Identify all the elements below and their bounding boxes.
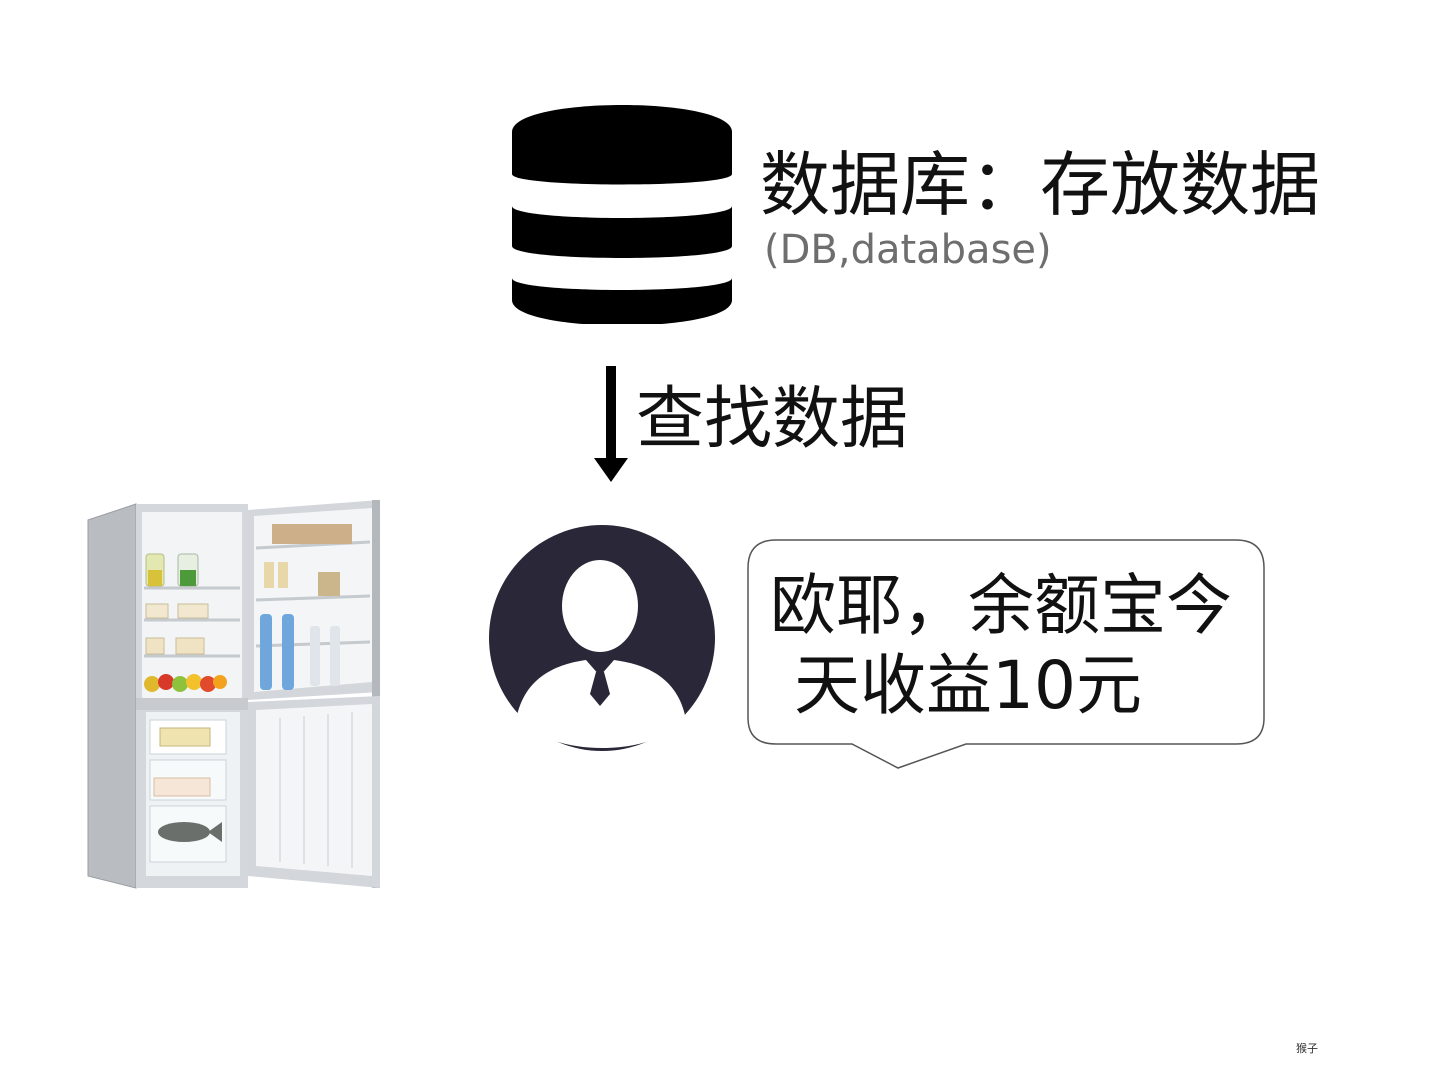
down-arrow-icon — [594, 366, 628, 482]
database-subtitle: (DB,database) — [764, 227, 1052, 273]
database-title: 数据库：存放数据 — [760, 144, 1320, 226]
speech-text-line-1: 欧耶，余额宝今 — [770, 567, 1232, 644]
speech-bubble — [747, 539, 1265, 769]
watermark-text: 猴子 — [1296, 1042, 1318, 1055]
refrigerator-image — [87, 500, 380, 889]
speech-text-line-2: 天收益10元 — [794, 647, 1142, 724]
database-icon — [512, 105, 732, 324]
query-label: 查找数据 — [636, 380, 909, 459]
user-avatar-icon — [489, 525, 715, 751]
